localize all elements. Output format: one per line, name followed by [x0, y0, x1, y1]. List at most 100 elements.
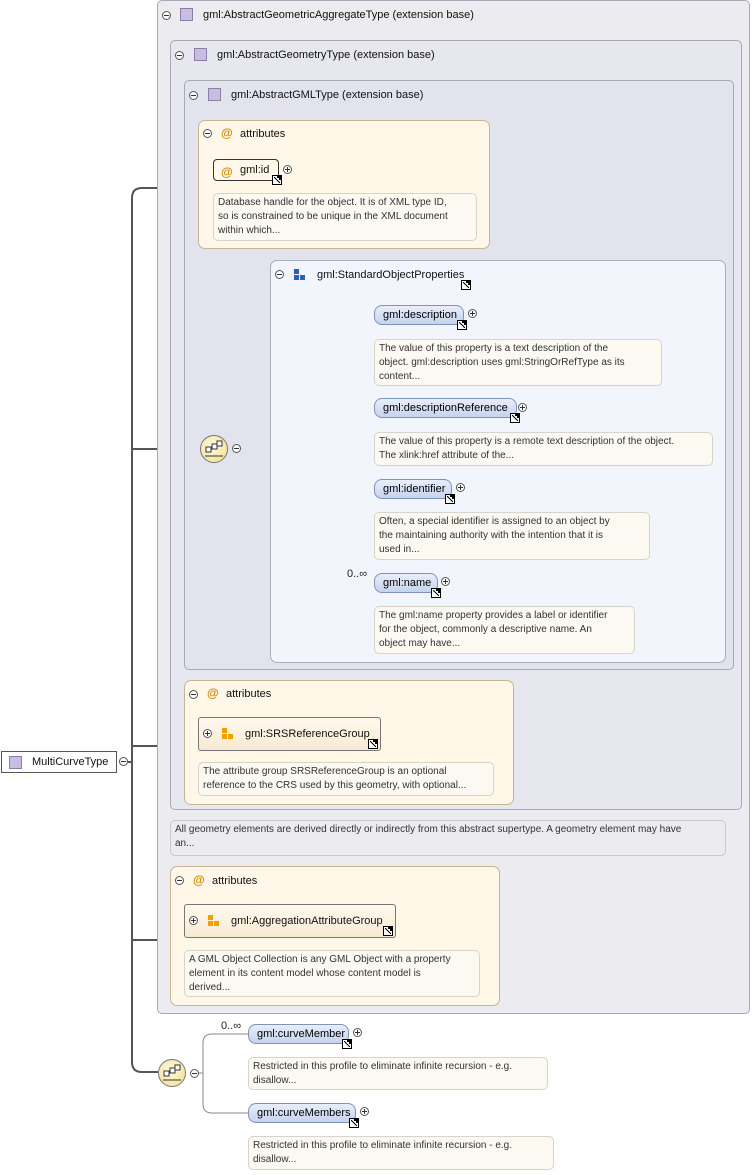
sequence-compositor[interactable]: [200, 435, 228, 463]
doc-line: The gml:name property provides a label o…: [379, 610, 608, 621]
identifier-doc: Often, a special identifier is assigned …: [374, 512, 650, 560]
geometry-doc: All geometry elements are derived direct…: [170, 820, 726, 856]
doc-line: The value of this property is a text des…: [379, 343, 609, 354]
element-identifier[interactable]: gml:identifier: [374, 479, 452, 499]
doc-line: derived...: [189, 982, 231, 993]
attributes-title: attributes: [212, 875, 258, 887]
choice-compositor[interactable]: [158, 1059, 186, 1087]
doc-line: Often, a special identifier is assigned …: [379, 516, 610, 527]
reference-arrow-icon[interactable]: [368, 739, 378, 749]
geometry-base-label: gml:AbstractGeometryType (extension base…: [217, 49, 435, 61]
doc-line: All geometry elements are derived direct…: [175, 824, 682, 835]
aggregation-attribute-group-label: gml:AggregationAttributeGroup: [231, 915, 383, 927]
reference-arrow-icon[interactable]: [445, 494, 455, 504]
attribute-icon: @: [221, 126, 233, 140]
reference-arrow-icon[interactable]: [342, 1039, 352, 1049]
attribute-group-icon: [222, 728, 234, 740]
occurrence-label: 0..∞: [347, 568, 368, 580]
root-type-label: MultiCurveType: [32, 756, 109, 768]
attribute-icon: @: [221, 165, 233, 179]
complex-type-icon: [194, 48, 207, 61]
doc-line: Restricted in this profile to eliminate …: [253, 1140, 513, 1151]
doc-line: The xlink:href attribute of the...: [379, 450, 515, 461]
collapse-icon[interactable]: [119, 757, 128, 766]
doc-line: content...: [379, 371, 421, 382]
collapse-icon[interactable]: [190, 1069, 199, 1078]
attributes-title: attributes: [226, 688, 272, 700]
doc-line: The value of this property is a remote t…: [379, 436, 675, 447]
reference-arrow-icon[interactable]: [349, 1118, 359, 1128]
attribute-icon: @: [207, 686, 219, 700]
doc-line: object may have...: [379, 638, 461, 649]
gml-id-doc: Database handle for the object. It is of…: [213, 193, 477, 241]
element-description-reference[interactable]: gml:descriptionReference: [374, 398, 517, 418]
reference-arrow-icon[interactable]: [431, 588, 441, 598]
srs-reference-group-doc: The attribute group SRSReferenceGroup is…: [198, 762, 494, 796]
doc-line: disallow...: [253, 1154, 297, 1165]
standard-props-label: gml:StandardObjectProperties: [317, 269, 465, 281]
root-type[interactable]: MultiCurveType: [1, 751, 117, 773]
doc-line: object. gml:description uses gml:StringO…: [379, 357, 625, 368]
expand-icon[interactable]: [360, 1107, 369, 1116]
choice-icon: [163, 1064, 181, 1081]
expand-icon[interactable]: [518, 403, 527, 412]
aggregate-base-label: gml:AbstractGeometricAggregateType (exte…: [203, 9, 474, 21]
description-doc: The value of this property is a text des…: [374, 339, 662, 386]
reference-arrow-icon[interactable]: [272, 175, 282, 185]
expand-icon[interactable]: [283, 165, 292, 174]
aggregation-attribute-group[interactable]: gml:AggregationAttributeGroup: [184, 904, 396, 938]
srs-reference-group-label: gml:SRSReferenceGroup: [245, 728, 370, 740]
expand-icon[interactable]: [353, 1028, 362, 1037]
doc-line: The attribute group SRSReferenceGroup is…: [203, 766, 447, 777]
curve-members-doc: Restricted in this profile to eliminate …: [248, 1136, 554, 1170]
doc-line: A GML Object Collection is any GML Objec…: [189, 954, 451, 965]
attribute-icon: @: [193, 873, 205, 887]
occurrence-label: 0..∞: [221, 1020, 242, 1032]
expand-icon[interactable]: [468, 309, 477, 318]
complex-type-icon: [180, 8, 193, 21]
description-reference-doc: The value of this property is a remote t…: [374, 432, 713, 466]
expand-icon[interactable]: [189, 916, 198, 925]
expand-icon[interactable]: [441, 577, 450, 586]
element-curve-members[interactable]: gml:curveMembers: [248, 1103, 356, 1123]
curve-member-doc: Restricted in this profile to eliminate …: [248, 1057, 548, 1090]
name-doc: The gml:name property provides a label o…: [374, 606, 635, 654]
group-icon: [294, 269, 306, 281]
attribute-group-icon: [208, 915, 220, 927]
reference-arrow-icon[interactable]: [457, 320, 467, 330]
doc-line: Database handle for the object. It is of…: [218, 197, 447, 208]
doc-line: reference to the CRS used by this geomet…: [203, 780, 467, 791]
doc-line: disallow...: [253, 1075, 297, 1086]
element-description[interactable]: gml:description: [374, 305, 464, 325]
collapse-icon[interactable]: [232, 444, 241, 453]
doc-line: so is constrained to be unique in the XM…: [218, 211, 448, 222]
collapse-icon[interactable]: [175, 876, 184, 885]
doc-line: element in its content model whose conte…: [189, 968, 421, 979]
expand-icon[interactable]: [456, 483, 465, 492]
doc-line: Restricted in this profile to eliminate …: [253, 1061, 513, 1072]
attributes-title: attributes: [240, 128, 286, 140]
expand-icon[interactable]: [203, 729, 212, 738]
element-curve-member[interactable]: gml:curveMember: [248, 1024, 349, 1044]
collapse-icon[interactable]: [189, 690, 198, 699]
srs-reference-group[interactable]: gml:SRSReferenceGroup: [198, 717, 381, 751]
reference-arrow-icon[interactable]: [510, 413, 520, 423]
doc-line: for the object, commonly a descriptive n…: [379, 624, 592, 635]
collapse-icon[interactable]: [275, 270, 284, 279]
sequence-icon: [205, 440, 223, 457]
element-name[interactable]: gml:name: [374, 573, 438, 593]
reference-arrow-icon[interactable]: [383, 926, 393, 936]
collapse-icon[interactable]: [162, 11, 171, 20]
doc-line: used in...: [379, 544, 420, 555]
complex-type-icon: [9, 756, 22, 769]
reference-arrow-icon[interactable]: [461, 280, 471, 290]
doc-line: within which...: [218, 225, 281, 236]
collapse-icon[interactable]: [189, 91, 198, 100]
gml-id-attribute[interactable]: @ gml:id: [213, 159, 279, 181]
aggregation-attribute-group-doc: A GML Object Collection is any GML Objec…: [184, 950, 480, 997]
collapse-icon[interactable]: [203, 129, 212, 138]
collapse-icon[interactable]: [175, 51, 184, 60]
complex-type-icon: [208, 88, 221, 101]
doc-line: an...: [175, 838, 195, 849]
gml-id-label: gml:id: [240, 164, 270, 176]
